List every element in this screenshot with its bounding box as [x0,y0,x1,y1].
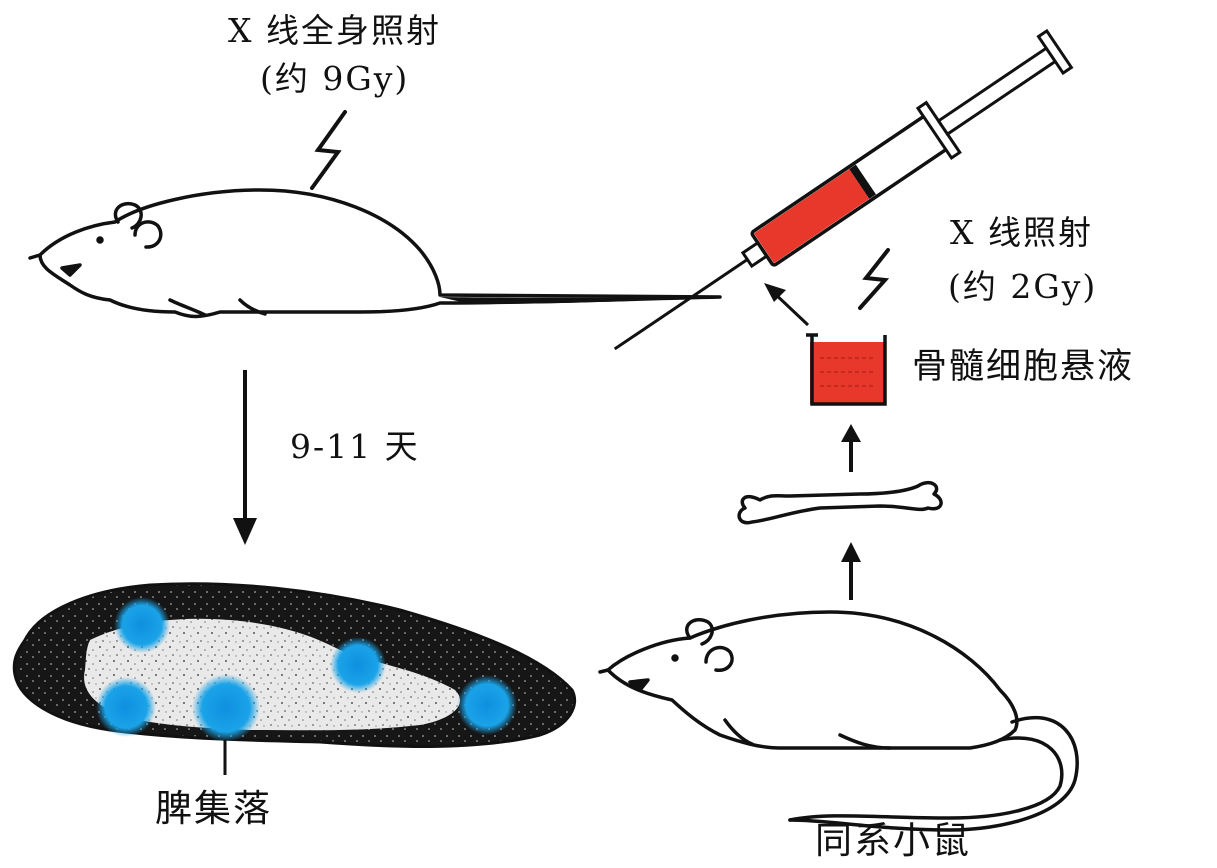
full-body-dose-label: (约 9Gy) [260,62,409,95]
syringe [598,24,1076,373]
radiation-bolt-icon-small [860,250,888,308]
arrow-bone-to-beaker [841,424,861,472]
spleen [14,584,574,775]
syngeneic-mouse-label: 同系小鼠 [815,822,971,859]
full-body-irradiation-label: X 线全身照射 [228,14,441,47]
spleen-colony-spot [96,677,156,737]
recipient-mouse [30,190,720,317]
spleen-colony-spot [330,637,386,693]
bone [739,483,941,523]
marrow-dose-label: (约 2Gy) [948,270,1097,303]
radiation-bolt-icon [312,112,345,188]
spleen-colony-spot [457,675,517,735]
arrow-beaker-to-syringe [764,283,808,325]
beaker [806,335,885,404]
spleen-colony-spot [192,674,260,742]
arrow-mouse-to-bone [841,542,861,600]
spleen-colony-spot [114,597,170,653]
donor-mouse [600,612,1077,830]
marrow-irradiation-label: X 线照射 [950,216,1093,249]
arrow-days-down [233,370,257,545]
spleen-colony-label: 脾集落 [155,790,272,827]
marrow-suspension-label: 骨髓细胞悬液 [912,350,1134,385]
duration-label: 9-11 天 [290,430,420,463]
